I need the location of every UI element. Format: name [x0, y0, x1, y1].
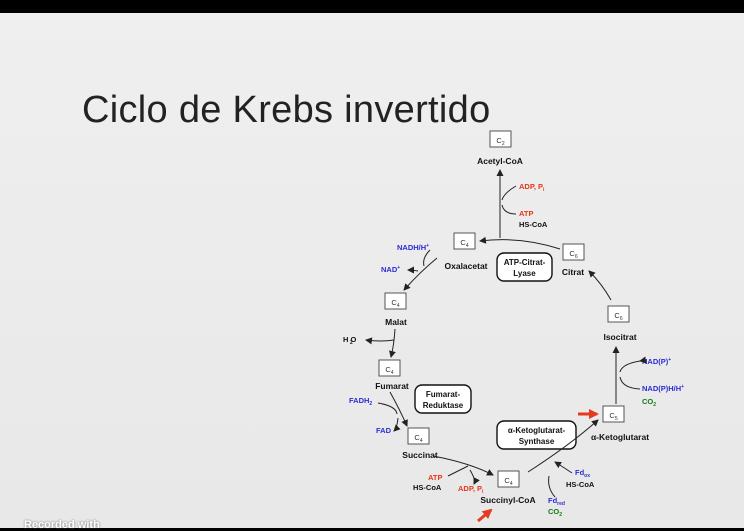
cofactor-fd-red: Fdred — [548, 496, 565, 507]
compound-ketoglutarat: α-Ketoglutarat — [591, 432, 649, 442]
arrow-citrat-to-oxalacetat — [479, 236, 561, 250]
carbon-box-fumarat: C4 — [378, 359, 401, 377]
arrow-malat-to-fumarat — [389, 328, 396, 358]
svg-text:ATP-Citrat-: ATP-Citrat- — [504, 258, 546, 267]
cofactor-hscoa-right: HS-CoA — [566, 480, 595, 489]
cofactor-atp-top: ATP — [519, 209, 533, 218]
recording-watermark: Recorded with — [24, 519, 100, 531]
cofactor-co2-right: CO2 — [642, 397, 656, 408]
compound-succinat: Succinat — [402, 450, 438, 460]
arrow-succinat-to-succinyl — [432, 455, 494, 476]
compound-isocitrat: Isocitrat — [603, 332, 636, 342]
svg-text:Synthase: Synthase — [519, 437, 555, 446]
arrow-fdox-branch — [554, 461, 573, 474]
compound-fumarat: Fumarat — [375, 381, 409, 391]
svg-text:α-Ketoglutarat-: α-Ketoglutarat- — [508, 426, 566, 435]
arrow-nadh-branch — [423, 249, 431, 267]
slide: Ciclo de Krebs invertido — [0, 13, 744, 528]
svg-text:C4: C4 — [391, 298, 399, 309]
cofactor-fadh2: FADH2 — [349, 396, 372, 407]
carbon-box-succinat: C4 — [407, 427, 430, 445]
cofactor-nadph-right: NAD(P)H/H+ — [642, 384, 684, 393]
svg-text:C4: C4 — [460, 238, 468, 249]
arrow-fdred-branch — [548, 475, 556, 498]
cofactor-nadp-right: NAD(P)+ — [642, 357, 671, 366]
carbon-box-oxalacetat: C4 — [453, 232, 476, 250]
arrow-h2o-branch — [365, 337, 395, 345]
compound-malat: Malat — [385, 317, 407, 327]
carbon-box-isocitrat: C6 — [607, 305, 630, 323]
enzyme-ketoglutarat-synthase: α-Ketoglutarat- Synthase — [496, 420, 577, 450]
cofactor-co2-bottom: CO2 — [548, 507, 562, 518]
carbon-box-succinyl: C4 — [497, 470, 520, 488]
svg-text:C4: C4 — [414, 433, 422, 444]
compound-succinyl-coa: Succinyl-CoA — [480, 495, 535, 505]
svg-text:C4: C4 — [504, 476, 512, 487]
arrow-fumarat-to-succinat — [389, 391, 408, 427]
carbon-box-malat: C4 — [384, 292, 407, 310]
svg-text:C6: C6 — [569, 249, 577, 260]
cofactor-nad-top: NAD+ — [381, 265, 400, 274]
cofactor-fd-ox: Fdox — [575, 468, 590, 479]
arrow-atp-branch — [501, 204, 517, 215]
arrow-nadp-branch — [619, 356, 647, 373]
enzyme-atp-citrat-lyase: ATP-Citrat- Lyase — [496, 252, 553, 282]
cofactor-nadh-top: NADH/H+ — [397, 243, 429, 252]
svg-text:C6: C6 — [614, 311, 622, 322]
cofactor-atp-bottom: ATP — [428, 473, 442, 482]
svg-text:Lyase: Lyase — [513, 269, 536, 278]
compound-citrat: Citrat — [562, 267, 584, 277]
arrow-adp-bottom-branch — [469, 469, 480, 485]
svg-text:C2: C2 — [496, 136, 504, 147]
arrow-fad-branch — [393, 417, 401, 432]
arrow-succinyl-to-ketoglutarat — [527, 419, 599, 473]
svg-text:Reduktase: Reduktase — [423, 401, 464, 410]
arrow-fadh2-branch — [377, 402, 398, 415]
arrow-oxalacetat-to-malat — [403, 257, 438, 291]
enzyme-fumarat-reduktase: Fumarat- Reduktase — [414, 384, 472, 414]
cofactor-adp-pi-top: ADP, Pi — [519, 182, 545, 193]
arrow-isocitrat-to-citrat — [588, 270, 612, 301]
carbon-box-citrat: C6 — [562, 243, 585, 261]
compound-oxalacetat: Oxalacetat — [445, 261, 488, 271]
cofactor-adp-pi-bottom: ADP, Pi — [458, 484, 484, 495]
svg-text:Fumarat-: Fumarat- — [426, 390, 461, 399]
highlight-arrow-succinyl — [477, 508, 493, 523]
compound-acetyl-coa: Acetyl-CoA — [477, 156, 523, 166]
cofactor-h2o: H O — [343, 335, 357, 344]
cofactor-hscoa-top: HS-CoA — [519, 220, 548, 229]
carbon-box-acetyl: C2 — [489, 130, 512, 148]
cofactor-h2o-subscript: 2 — [350, 340, 353, 346]
arrow-adp-pi-branch — [501, 185, 517, 201]
slide-title: Ciclo de Krebs invertido — [82, 89, 491, 131]
arrow-nadph-branch — [619, 376, 641, 390]
arrow-atp-bottom-branch — [447, 465, 469, 477]
carbon-box-ketoglutarat: C5 — [602, 405, 625, 423]
svg-text:C5: C5 — [609, 411, 617, 422]
cofactor-fad: FAD — [376, 426, 392, 435]
arrow-nad-branch — [407, 266, 419, 274]
cofactor-hscoa-bottom: HS-CoA — [413, 483, 442, 492]
svg-text:C4: C4 — [385, 365, 393, 376]
